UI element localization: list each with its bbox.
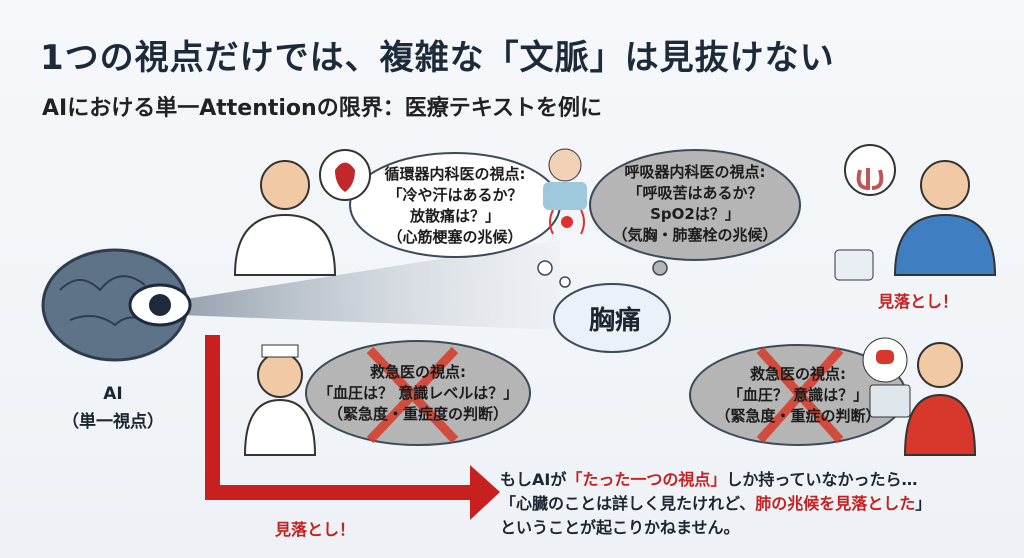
cardiologist-illustration [233,149,371,276]
ai-label: AI （単一視点） [62,380,164,436]
chest-pain-cloud [553,283,671,353]
bubble-line: （緊急度・重症の判断） [715,407,881,425]
bubble-heading: 循環器内科医の視点: [384,165,526,183]
bubble-heading: 救急医の視点: [750,365,846,383]
bubble-line: 「血圧は？ 意識レベルは？」 [318,384,519,402]
bubble-line: （心筋梗塞の兆候） [387,228,523,246]
bubble-line: 「冷や汗はあるか？ [387,186,523,204]
bubble-text-emergency-1: 救急医の視点: 「血圧は？ 意識レベルは？」 （緊急度・重症度の判断） [318,362,518,425]
bubble-line: SpO2は？」 [650,205,740,223]
attention-beam [180,240,560,330]
message-text: 「心臓のことは詳しく見たけれど、 [500,494,756,513]
message-text: ということが起こりかねません。 [500,518,740,537]
message-text: 」 [915,494,932,513]
bubble-heading: 救急医の視点: [370,363,466,381]
missed-label-pulmonology: 見落とし！ [878,292,959,311]
page-title: 1つの視点だけでは、複雑な「文脈」は見抜けない [40,38,835,78]
patient-illustration [543,148,587,210]
pulmonologist-illustration [834,144,997,281]
message-text: しか持っていなかったら… [726,470,918,489]
brain-icon [41,248,189,362]
bubble-heading: 呼吸器内科医の視点: [624,163,766,181]
bubble-line: 「呼吸苦はあるか？ [627,184,763,202]
cross-mark-icon [366,346,459,444]
emergency-doctor-illustration [862,337,977,456]
chest-pain-label: 胸痛 [588,306,641,336]
message-highlight: 肺の兆候を見落とした [755,494,916,513]
bubble-line: 「血圧？ 意識は？」 [727,386,869,404]
bubble-line: （緊急度・重症度の判断） [327,405,508,423]
missed-label-arrow: 見落とし！ [275,520,356,539]
bubble-pulmonology [589,149,801,261]
bubble-text-pulmonology: 呼吸器内科医の視点: 「呼吸苦はあるか？ SpO2は？」 （気胸・肺塞栓の兆候） [605,162,785,246]
ai-label-subtitle: （単一視点） [62,412,164,432]
bubble-line: （気胸・肺塞栓の兆候） [612,226,778,244]
conclusion-message: もしAIが「たった一つの視点」しか持っていなかったら… 「心臓のことは詳しく見た… [500,468,931,540]
alert-signal-icon [561,216,573,228]
eye-icon [128,283,192,327]
nurse-illustration [243,344,317,456]
bubble-text-cardiology: 循環器内科医の視点: 「冷や汗はあるか？ 放散痛は？」 （心筋梗塞の兆候） [365,164,545,248]
red-arrow [205,335,500,520]
ai-label-title: AI [103,384,123,404]
message-text: もしAIが [500,470,567,489]
message-highlight: 「たった一つの視点」 [566,470,727,489]
cross-mark-icon [756,347,844,443]
page-subtitle: AIにおける単一Attentionの限界：医療テキストを例に [42,96,603,121]
bubble-line: 放散痛は？」 [409,207,500,225]
bubble-text-emergency-2: 救急医の視点: 「血圧？ 意識は？」 （緊急度・重症の判断） [700,364,896,427]
